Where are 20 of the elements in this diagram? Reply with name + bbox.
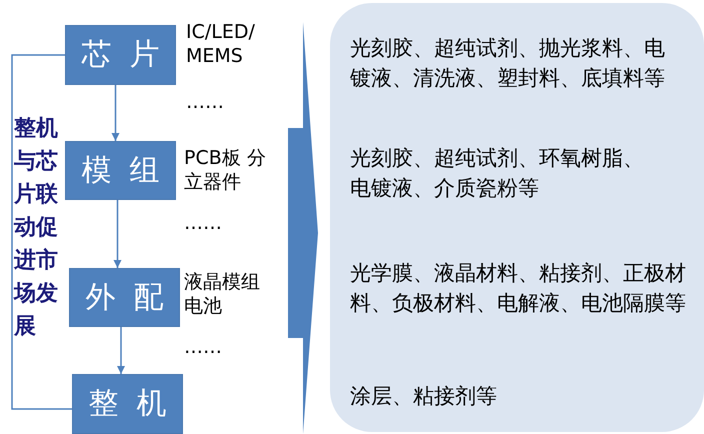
arrow [112, 85, 120, 141]
product-list: PCB板 分立器件 [184, 146, 266, 194]
product-list: 液晶模组电池 [184, 270, 264, 318]
ellipsis-text: …… [184, 211, 223, 235]
ellipsis-text: …… [184, 335, 223, 359]
material-list: 光刻胶、超纯试剂、抛光浆料、电镀液、清洗液、塑封料、底填料等 [350, 33, 672, 93]
process-box: 芯片 [65, 25, 176, 85]
process-box: 模组 [65, 141, 176, 200]
material-list: 光学膜、液晶材料、粘接剂、正极材料、负极材料、电解液、电池隔膜等 [350, 258, 692, 318]
arrow [117, 327, 125, 374]
bracket-line [11, 54, 72, 410]
process-box: 外配 [69, 268, 180, 327]
product-list: IC/LED/ MEMS [186, 20, 286, 68]
arrow [114, 200, 122, 268]
ellipsis-text: …… [186, 90, 225, 114]
materials-panel [330, 3, 704, 432]
material-list: 光刻胶、超纯试剂、环氧树脂、电镀液、介质瓷粉等 [350, 143, 652, 203]
material-list: 涂层、粘接剂等 [350, 381, 672, 411]
process-box: 整机 [72, 374, 183, 434]
edge-label: 整机与芯片联动促进市场发展 [14, 115, 58, 341]
